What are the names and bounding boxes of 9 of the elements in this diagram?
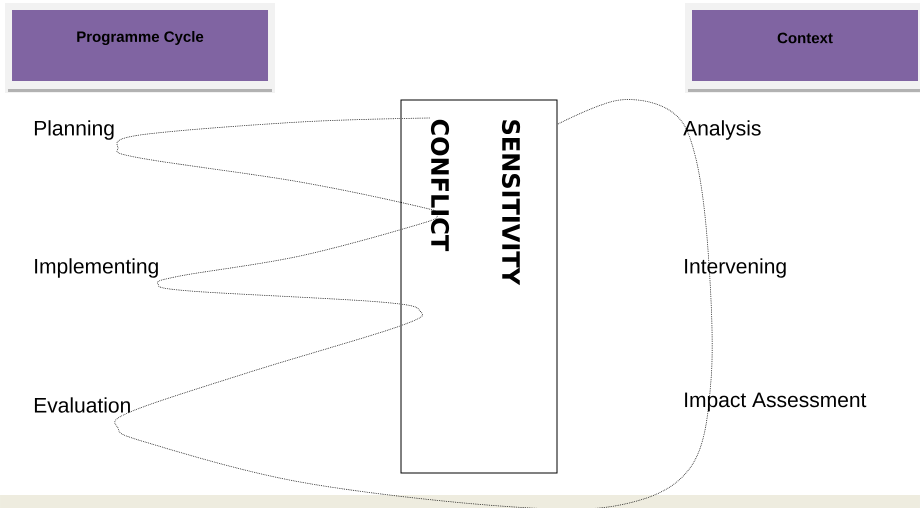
stage-label: Impact Assessment [685, 392, 866, 412]
vertical-text-box: CONFLICT SENSITIVITY [400, 100, 558, 474]
stage-label: Evaluation [34, 397, 130, 413]
stage-label: Intervening [685, 258, 786, 278]
stage-label: Analysis [683, 120, 761, 140]
stage-label: Implementing [35, 258, 158, 278]
stage-label: Planning [34, 120, 114, 140]
header-box: Context [685, 3, 920, 93]
header-box: Programme Cycle [5, 3, 275, 93]
